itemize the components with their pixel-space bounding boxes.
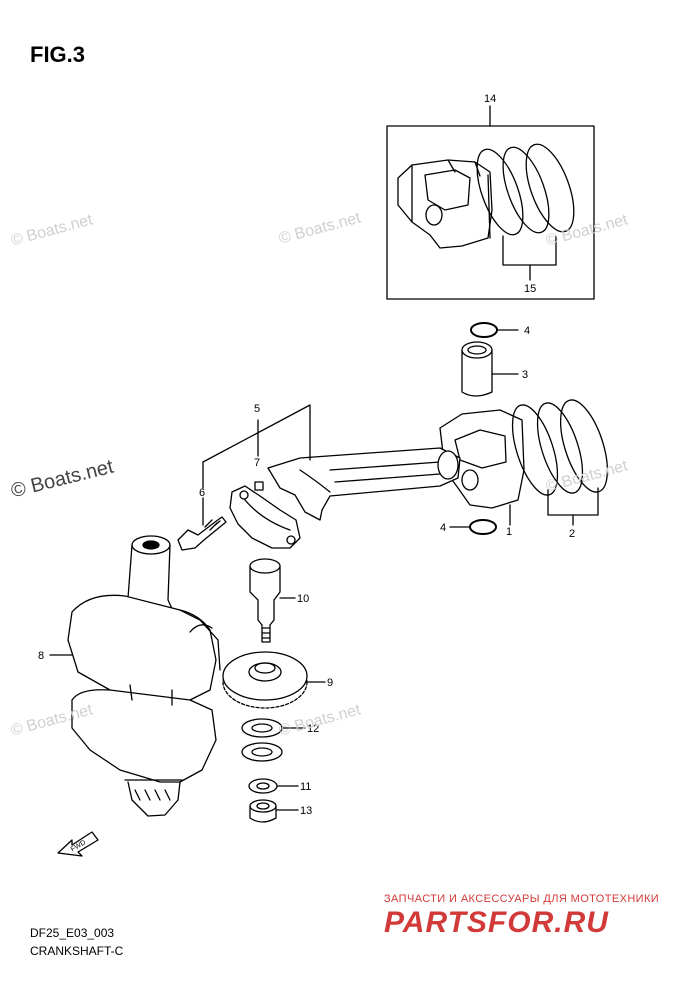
callout-4-bottom: 4 <box>440 522 446 534</box>
fwd-arrow-icon <box>57 831 99 857</box>
figure-caption: CRANKSHAFT-C <box>30 944 124 958</box>
piston-pin-clip-top <box>470 322 519 338</box>
callout-6: 6 <box>199 487 205 499</box>
connecting-rod <box>202 404 461 549</box>
callout-1: 1 <box>506 526 512 538</box>
callout-7: 7 <box>254 457 260 469</box>
washer-12b <box>241 742 283 762</box>
callout-5: 5 <box>254 403 260 415</box>
callout-10: 10 <box>297 593 309 605</box>
advert-tagline: ЗАПЧАСТИ И АКСЕССУАРЫ ДЛЯ МОТОТЕХНИКИ <box>384 893 660 905</box>
piston-inset-box <box>386 105 595 300</box>
callout-8: 8 <box>38 650 44 662</box>
callout-9: 9 <box>327 677 333 689</box>
piston-pin-clip-bottom <box>449 519 497 535</box>
washer-12 <box>241 718 306 738</box>
crank-gear <box>222 651 326 709</box>
piston-pin <box>461 341 519 397</box>
callout-13: 13 <box>300 805 312 817</box>
callout-4-top: 4 <box>524 325 530 337</box>
figure-title: FIG.3 <box>30 42 86 67</box>
washer-11 <box>248 778 299 794</box>
advert-brand-logo[interactable]: PARTSFOR.RU <box>384 906 609 939</box>
callout-2: 2 <box>569 528 575 540</box>
crankshaft <box>49 535 221 817</box>
conrod-bolt <box>177 497 227 551</box>
crank-spacer <box>249 558 296 643</box>
callout-14: 14 <box>484 93 496 105</box>
callout-15: 15 <box>524 283 536 295</box>
nut-13 <box>249 799 299 823</box>
piston-assembly <box>439 399 609 526</box>
callout-11: 11 <box>300 781 311 793</box>
callout-3: 3 <box>522 369 528 381</box>
callout-12: 12 <box>307 723 319 735</box>
figure-code: DF25_E03_003 <box>30 926 115 940</box>
